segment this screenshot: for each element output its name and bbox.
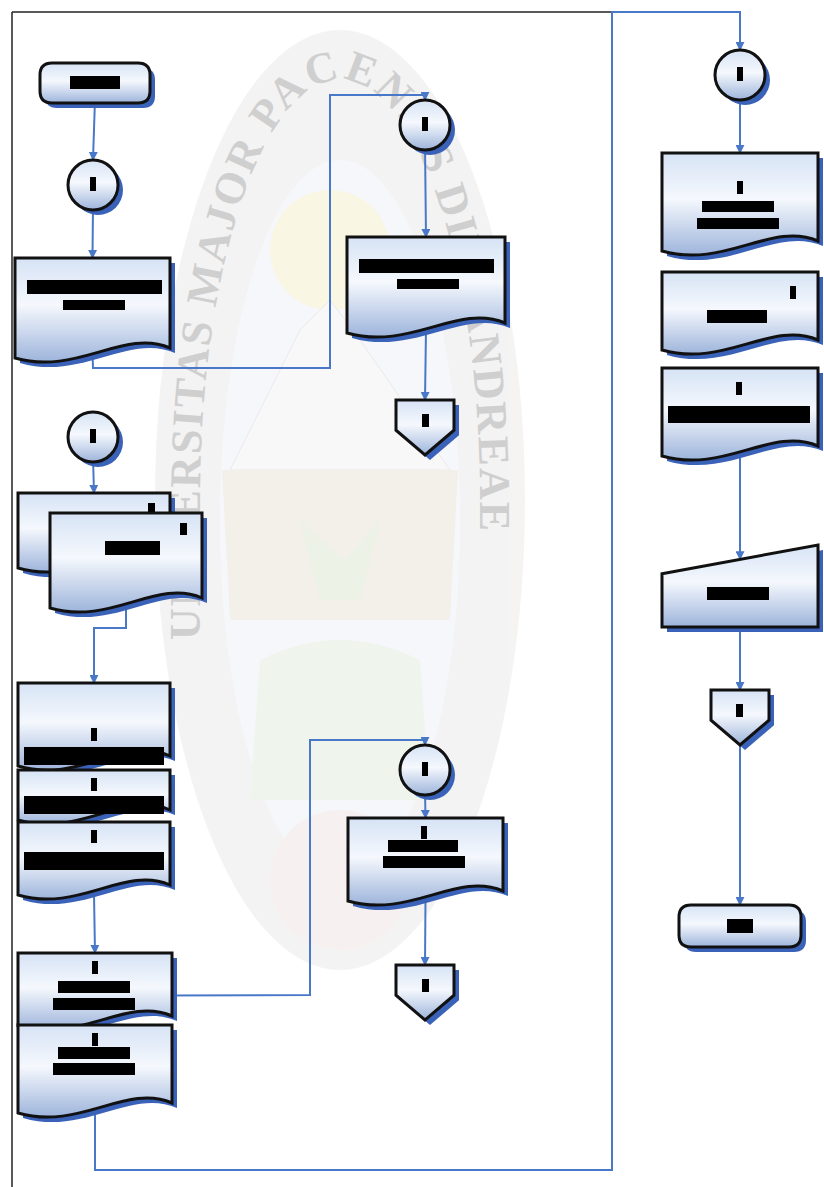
document-shape <box>347 237 505 345</box>
shape-outline <box>68 160 118 210</box>
offpage-connector <box>711 690 769 745</box>
terminator <box>679 905 801 947</box>
offpage-connector <box>396 400 454 455</box>
seal-figure <box>155 30 525 970</box>
shape-outline <box>679 905 801 947</box>
watermark-text: UNIVERSITAS MAJOR PACENSIS DIVI ANDREAE <box>161 40 519 640</box>
flow-connector <box>425 329 426 400</box>
shape-outline <box>396 965 454 1020</box>
document-shape <box>662 368 818 468</box>
connector-circle <box>400 100 450 150</box>
document-shape <box>348 818 503 913</box>
shape-outline <box>662 272 818 362</box>
document-shape <box>662 153 818 263</box>
document-shape <box>50 513 202 620</box>
flow-connector <box>93 99 95 160</box>
shape-outline <box>662 153 818 263</box>
offpage-connector <box>396 965 454 1020</box>
flow-connector <box>94 605 126 683</box>
shape-outline <box>40 63 150 103</box>
shape-outline <box>348 818 503 913</box>
connector-circle <box>68 160 118 210</box>
flow-connector <box>425 145 426 237</box>
shape-outline <box>662 368 818 468</box>
connector-circle <box>400 745 450 795</box>
shape-outline <box>18 683 170 778</box>
shape-outline <box>400 100 450 150</box>
shape-outline <box>715 50 765 100</box>
terminator <box>40 63 150 103</box>
connector-circle <box>68 412 118 462</box>
flow-connector <box>94 894 95 953</box>
document-shape <box>18 683 170 778</box>
shape-outline <box>68 412 118 462</box>
shape-outline <box>347 237 505 345</box>
shape-outline <box>396 400 454 455</box>
flow-connector <box>739 453 741 559</box>
shape-outline <box>711 690 769 745</box>
shape-outline <box>662 545 818 627</box>
shape-outline <box>400 745 450 795</box>
connector-circle <box>715 50 765 100</box>
document-shape <box>18 822 170 907</box>
shape-outline <box>15 258 170 370</box>
manual-input <box>662 545 818 627</box>
flow-connector <box>424 899 427 965</box>
document-shape <box>15 258 170 370</box>
shape-outline <box>18 822 170 907</box>
shape-outline <box>18 1025 172 1125</box>
flow-connector <box>739 740 741 906</box>
document-shape <box>18 1025 172 1125</box>
shape-outline <box>50 513 202 620</box>
document-shape <box>662 272 818 362</box>
svg-text:UNIVERSITAS MAJOR PACENSIS DIV: UNIVERSITAS MAJOR PACENSIS DIVI ANDREAE <box>161 40 519 640</box>
